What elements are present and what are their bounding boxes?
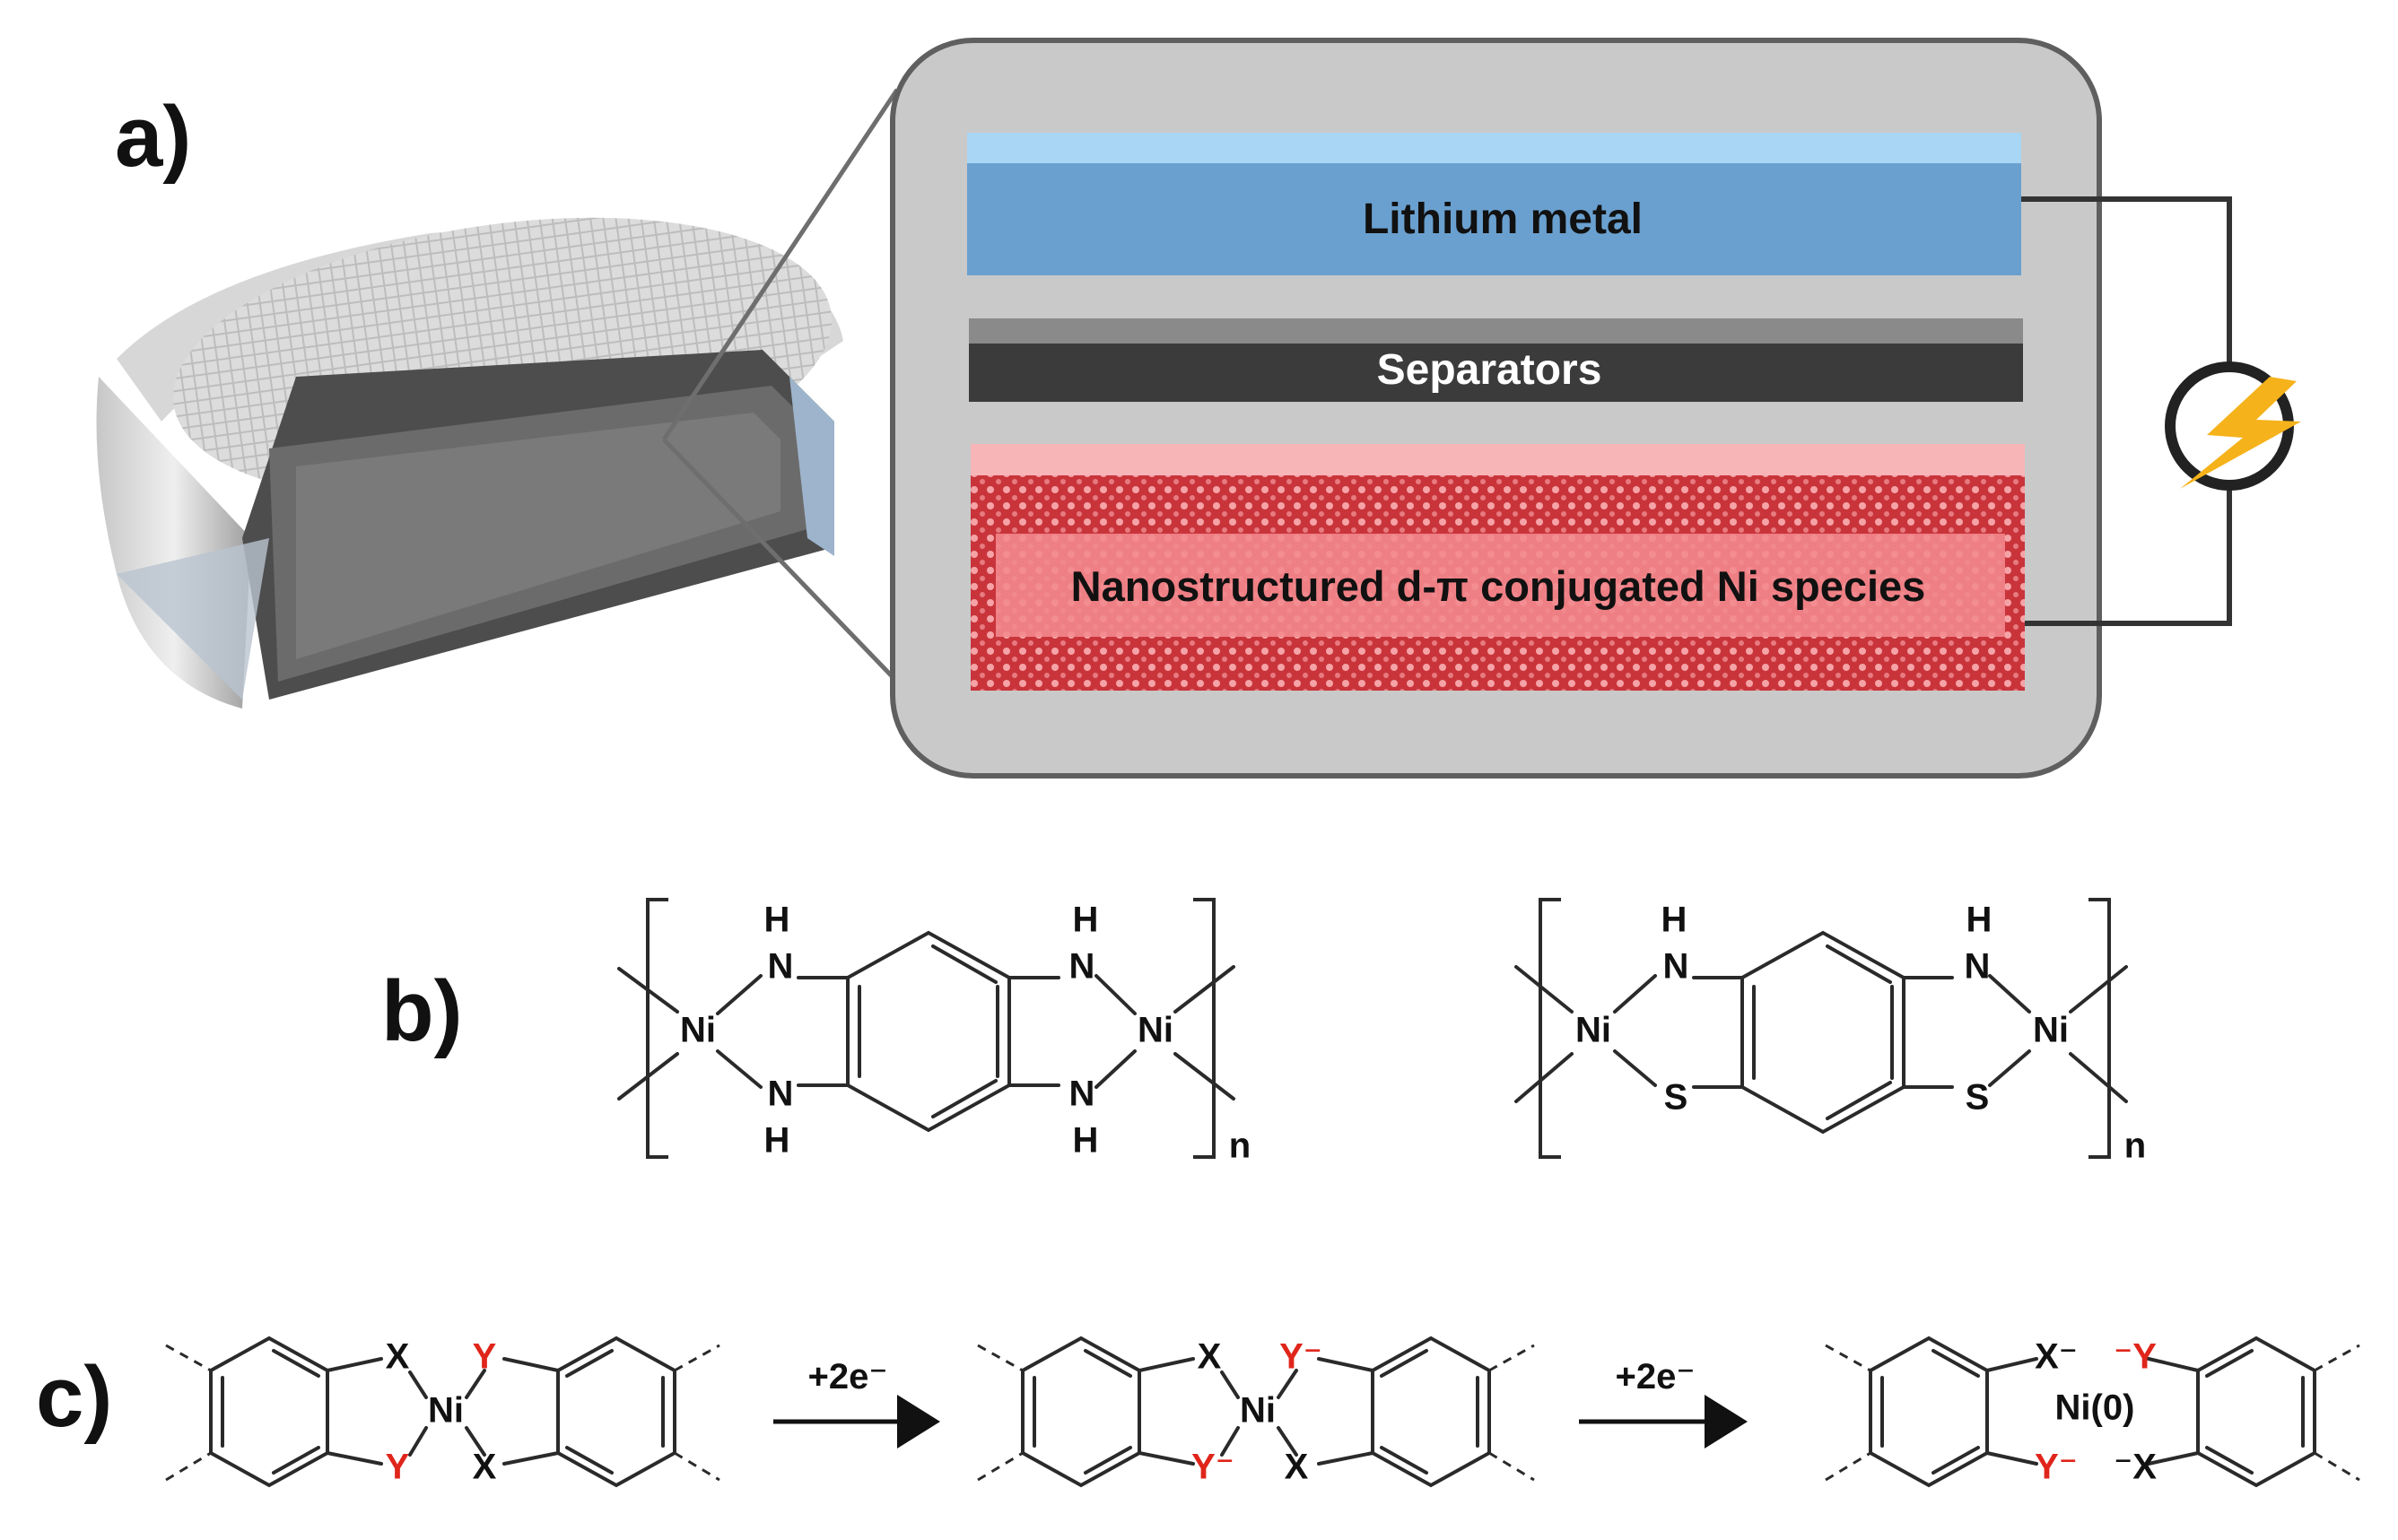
right-s-2: S [1966, 1078, 1990, 1118]
right-h-top-2: H [1966, 901, 1993, 940]
right-ni-2: Ni [2033, 1011, 2069, 1050]
c1-x-top: X [386, 1337, 410, 1377]
mechanism-step-3: X⁻ ⁻Y Ni(0) Y⁻ ⁻X [1825, 1336, 2360, 1488]
zoom-line-bottom [662, 438, 899, 683]
left-n-bot-2: N [1069, 1075, 1095, 1114]
lithium-metal-label: Lithium metal [1363, 196, 1643, 243]
arrow-1-label: +2e⁻ [808, 1357, 888, 1396]
c1-y-bot: Y [386, 1448, 410, 1487]
right-h-top-1: H [1661, 901, 1687, 940]
left-ni-1: Ni [680, 1011, 716, 1050]
left-h-bot-1: H [764, 1121, 790, 1161]
c2-y-top: Y⁻ [1279, 1337, 1322, 1377]
right-n-top-1: N [1663, 947, 1689, 987]
structure-right: n Ni Ni H N H N S S [1514, 898, 2146, 1166]
c2-x-bot: X [1285, 1448, 1309, 1487]
c2-y-bot: Y⁻ [1191, 1448, 1234, 1487]
right-ni-1: Ni [1575, 1011, 1611, 1050]
c3-x-bot: ⁻X [2114, 1448, 2157, 1487]
coin-cell-illustration [96, 217, 843, 709]
right-subscript-n: n [2124, 1127, 2146, 1166]
mechanism-step-1: X Y Ni Y X [165, 1336, 720, 1488]
left-h-top-1: H [764, 901, 790, 940]
lightning-bolt-icon [2180, 377, 2301, 489]
left-subscript-n: n [1229, 1127, 1251, 1166]
separators-label: Separators [1377, 346, 1602, 394]
right-s-1: S [1664, 1078, 1688, 1118]
left-n-top-2: N [1069, 947, 1095, 987]
panel-a-label: a) [115, 89, 191, 185]
arrow-2-label: +2e⁻ [1616, 1357, 1696, 1396]
c1-x-bot: X [473, 1448, 497, 1487]
arrow-1: +2e⁻ [773, 1357, 940, 1449]
left-n-bot-1: N [768, 1075, 794, 1114]
c3-y-top: ⁻Y [2114, 1337, 2157, 1377]
c3-ni: Ni(0) [2055, 1388, 2135, 1428]
c3-x-top: X⁻ [2035, 1337, 2078, 1377]
c3-y-bot: Y⁻ [2035, 1448, 2078, 1487]
right-n-top-2: N [1965, 947, 1991, 987]
left-ni-2: Ni [1138, 1011, 1173, 1050]
left-h-bot-2: H [1073, 1121, 1099, 1161]
panel-b-label: b) [381, 963, 463, 1059]
mechanism-step-2: X Y⁻ Ni Y⁻ X [977, 1336, 1535, 1488]
cathode-layer: Nanostructured d-π conjugated Ni species [971, 444, 2025, 691]
structure-left: n Ni Ni H N H N N H N H [617, 898, 1251, 1166]
panel-c-label: c) [36, 1349, 112, 1445]
c1-y-top: Y [473, 1337, 497, 1377]
cathode-label: Nanostructured d-π conjugated Ni species [1071, 562, 1926, 610]
arrow-2: +2e⁻ [1579, 1357, 1748, 1449]
left-h-top-2: H [1073, 901, 1099, 940]
c2-ni: Ni [1240, 1391, 1276, 1431]
lithium-metal-layer: Lithium metal [967, 133, 2021, 275]
separator-layer: Separators [969, 318, 2023, 402]
c1-ni: Ni [428, 1391, 464, 1431]
left-n-top-1: N [768, 947, 794, 987]
external-circuit [2021, 196, 2301, 626]
c2-x-top: X [1198, 1337, 1222, 1377]
zoom-line-top [661, 88, 900, 441]
